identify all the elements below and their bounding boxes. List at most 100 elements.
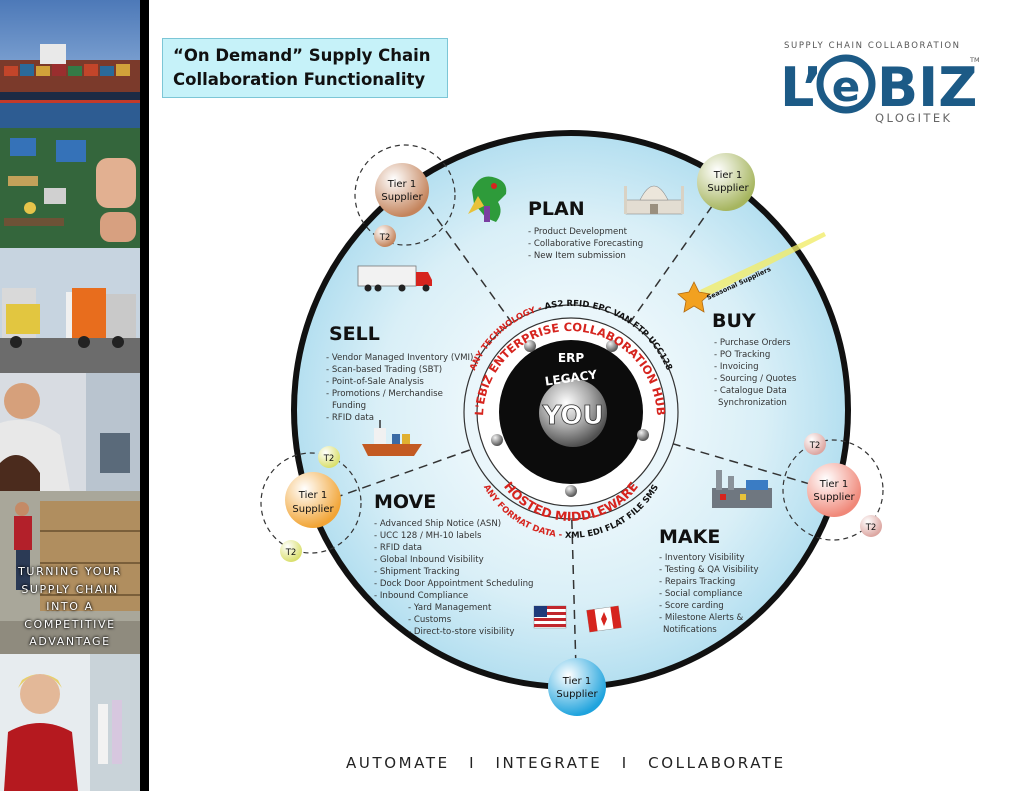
make-item: - Social compliance	[659, 589, 742, 599]
move-item: - Yard Management	[408, 603, 492, 613]
lebiz-logo: SUPPLY CHAIN COLLABORATION L’ e BIZ TM Q…	[780, 41, 980, 125]
make-item: - Milestone Alerts &	[659, 613, 744, 623]
tier1-label: Tier 1	[713, 170, 742, 181]
tier1-label: Tier 1	[298, 490, 327, 501]
supplier-orbit	[354, 144, 456, 246]
make-item: Notifications	[663, 625, 717, 635]
logo-tm: TM	[969, 56, 980, 64]
move-item: - RFID data	[374, 543, 422, 553]
t2-label: T2	[285, 548, 297, 558]
page-title: “On Demand” Supply Chain Collaboration F…	[162, 38, 448, 98]
move-item: - Shipment Tracking	[374, 567, 460, 577]
supplier-label: Supplier	[381, 192, 423, 203]
hub-knob	[524, 340, 536, 352]
dragon-icon	[468, 176, 507, 222]
footer-tagline: AUTOMATE I INTEGRATE I COLLABORATE	[346, 754, 786, 772]
sell-item: - Point-of-Sale Analysis	[326, 377, 424, 387]
footer-automate: AUTOMATE	[346, 754, 450, 772]
logo-l: L’	[780, 56, 823, 119]
plan-item: - New Item submission	[528, 251, 626, 261]
make-item: - Inventory Visibility	[659, 553, 745, 563]
buy-item: - Invoicing	[714, 362, 759, 372]
hub-knob	[637, 429, 649, 441]
t2-supplier-node	[860, 515, 882, 537]
supplier-orbit	[782, 439, 884, 541]
plan-item: - Collaborative Forecasting	[528, 239, 643, 249]
divider-bar	[140, 0, 149, 791]
tier1-label: Tier 1	[819, 479, 848, 490]
move-title: MOVE	[374, 491, 436, 513]
t2-supplier-node	[804, 433, 826, 455]
footer-collaborate: COLLABORATE	[648, 754, 786, 772]
t2-label: T2	[865, 523, 877, 533]
taj-mahal-icon	[624, 185, 684, 215]
us-flag-icon	[533, 605, 567, 629]
tier1-supplier-node	[697, 153, 755, 211]
logo-tagline: SUPPLY CHAIN COLLABORATION	[784, 41, 961, 51]
tier1-supplier-node	[807, 463, 861, 517]
sell-item: - RFID data	[326, 413, 374, 423]
buy-item: Synchronization	[718, 398, 787, 408]
move-item: - Global Inbound Visibility	[374, 555, 484, 565]
circuit-board-photo	[0, 128, 140, 248]
logo-e: e	[832, 62, 861, 111]
sell-item: - Vendor Managed Inventory (VMI)	[326, 353, 473, 363]
t2-supplier-node	[280, 540, 302, 562]
supplier-label: Supplier	[813, 492, 855, 503]
hub-knob	[606, 340, 618, 352]
supplier-label: Supplier	[292, 504, 334, 515]
hub-knob	[491, 434, 503, 446]
move-item: - Customs	[408, 615, 452, 625]
sell-item: - Promotions / Merchandise	[326, 389, 443, 399]
you-sphere	[539, 379, 607, 447]
sell-title: SELL	[329, 323, 380, 345]
office-workers-photo	[0, 373, 140, 491]
buy-item: - PO Tracking	[714, 350, 770, 360]
sidebar-caption: TURNING YOUR SUPPLY CHAIN INTO A COMPETI…	[18, 565, 122, 648]
plan-item: - Product Development	[528, 227, 628, 237]
photo-strip: TURNING YOUR SUPPLY CHAIN INTO A COMPETI…	[0, 0, 140, 791]
tier1-supplier-node	[285, 472, 341, 528]
cargo-ship-icon	[362, 420, 422, 456]
buy-item: - Catalogue Data	[714, 386, 787, 396]
supplier-label: Supplier	[707, 183, 749, 194]
tier1-label: Tier 1	[562, 676, 591, 687]
footer-integrate: INTEGRATE	[495, 754, 603, 772]
t2-label: T2	[379, 233, 391, 243]
footer-separator: I	[469, 754, 477, 772]
t2-supplier-node	[374, 225, 396, 247]
sell-item: - Scan-based Trading (SBT)	[326, 365, 442, 375]
trucks-photo	[0, 248, 140, 373]
spokes	[319, 191, 821, 671]
buy-title: BUY	[712, 310, 756, 332]
t2-supplier-node	[318, 446, 340, 468]
supplier-label: Supplier	[556, 689, 598, 700]
semi-truck-icon	[357, 265, 432, 292]
logo-biz: BIZ	[877, 56, 977, 119]
factory-icon	[712, 470, 772, 508]
hub-knob	[565, 485, 577, 497]
supplier-orbit	[260, 452, 362, 554]
make-item: - Repairs Tracking	[659, 577, 735, 587]
logo-e-ring	[816, 54, 876, 114]
title-line-2: Collaboration Functionality	[173, 70, 426, 89]
make-item: - Testing & QA Visibility	[659, 565, 759, 575]
move-item: - Direct-to-store visibility	[408, 627, 514, 637]
title-line-1: “On Demand” Supply Chain	[173, 46, 431, 65]
t2-label: T2	[809, 441, 821, 451]
tier1-supplier-node	[375, 163, 429, 217]
canada-flag-icon	[586, 605, 622, 633]
move-item: - Advanced Ship Notice (ASN)	[374, 519, 501, 529]
you-label: YOU	[541, 401, 603, 431]
move-item: - UCC 128 / MH-10 labels	[374, 531, 482, 541]
make-item: - Score carding	[659, 601, 724, 611]
move-item: - Inbound Compliance	[374, 591, 468, 601]
footer-separator: I	[621, 754, 629, 772]
t2-label: T2	[323, 454, 335, 464]
buy-item: - Sourcing / Quotes	[714, 374, 797, 384]
cargo-ship-photo	[0, 0, 140, 128]
logo-company: QLOGITEK	[875, 111, 952, 125]
tier1-supplier-node	[548, 658, 606, 716]
make-title: MAKE	[659, 526, 720, 548]
